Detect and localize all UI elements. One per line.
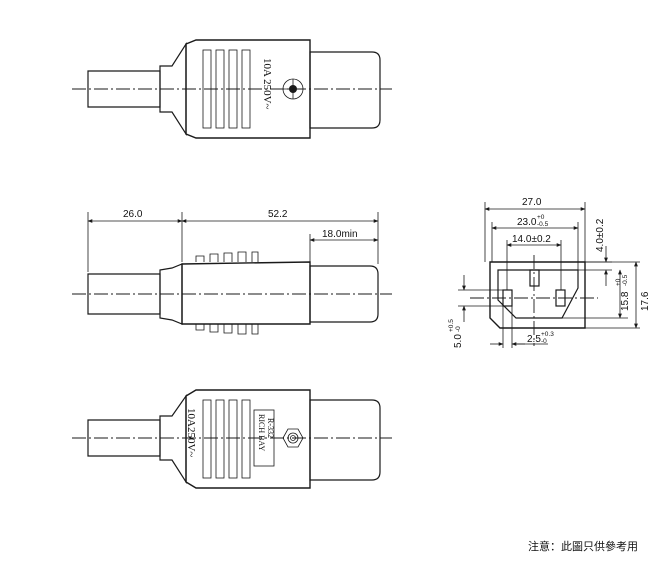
bottom-strain-relief [159,394,187,485]
top-view: 10A 250V~ [72,39,392,139]
front-dimensions: 27.0 23.0 +0 -0.5 14.0±0.2 4.0±0.2 15. [448,197,651,348]
dim-overall-length: 52.2 [268,209,288,220]
brand-line-1: RICH BAY [257,414,266,451]
bottom-view: 10A250V~ RICH BAY R-332 [72,389,392,489]
dim-front-length: 18.0min [322,229,358,240]
top-grip-ribs [202,49,251,129]
side-socket [309,265,379,323]
brand-plate [253,409,275,467]
brand-line-2: R-332 [266,418,275,438]
dim-slot-w-tol-plus: +0.3 [541,331,554,338]
dim-inner-width: 23.0 [517,217,537,228]
dim-top-offset: 4.0±0.2 [595,218,606,252]
dim-slot-h-tol-plus: +0.5 [448,319,455,332]
dim-slot-width: 2.5 [527,334,541,345]
dim-inner-h-tol-minus: -0.5 [622,274,629,286]
top-socket [309,51,381,129]
top-body [185,39,311,139]
dim-pin-spacing: 14.0±0.2 [512,234,551,245]
top-rating-text: 10A 250V~ [261,58,273,110]
dim-front-width: 27.0 [522,197,542,208]
bottom-rating-text: 10A250V~ [185,408,197,457]
side-dimensions: 26.0 52.2 18.0min [87,209,379,272]
front-view: 27.0 23.0 +0 -0.5 14.0±0.2 4.0±0.2 15. [448,197,651,348]
dim-slot-w-tol-minus: -0 [541,338,547,345]
side-view: 26.0 52.2 18.0min [72,209,392,335]
side-grip-ribs [195,251,259,335]
ground-symbol-icon [282,78,304,100]
front-outer-face [489,261,586,329]
dim-inner-h-tol-plus: +0 [615,278,622,286]
bottom-grip-ribs [202,399,251,479]
bottom-body [185,389,311,489]
hex-nut-icon [282,428,304,448]
dim-slot-height: 5.0 [453,334,464,348]
bottom-socket [309,399,381,481]
dim-inner-tol-plus: +0 [537,214,545,221]
dim-overall-height: 17.6 [640,291,651,311]
dim-inner-height: 15.8 [620,291,631,311]
dim-cable-length: 26.0 [123,209,143,220]
reference-note: 注意：此圖只供參考用 [528,540,638,553]
dim-inner-tol-minus: -0.5 [537,221,549,228]
dim-slot-h-tol-minus: -0 [455,326,462,332]
side-body [181,261,311,325]
earth-slot [529,269,540,287]
front-inner-recess [497,269,579,319]
